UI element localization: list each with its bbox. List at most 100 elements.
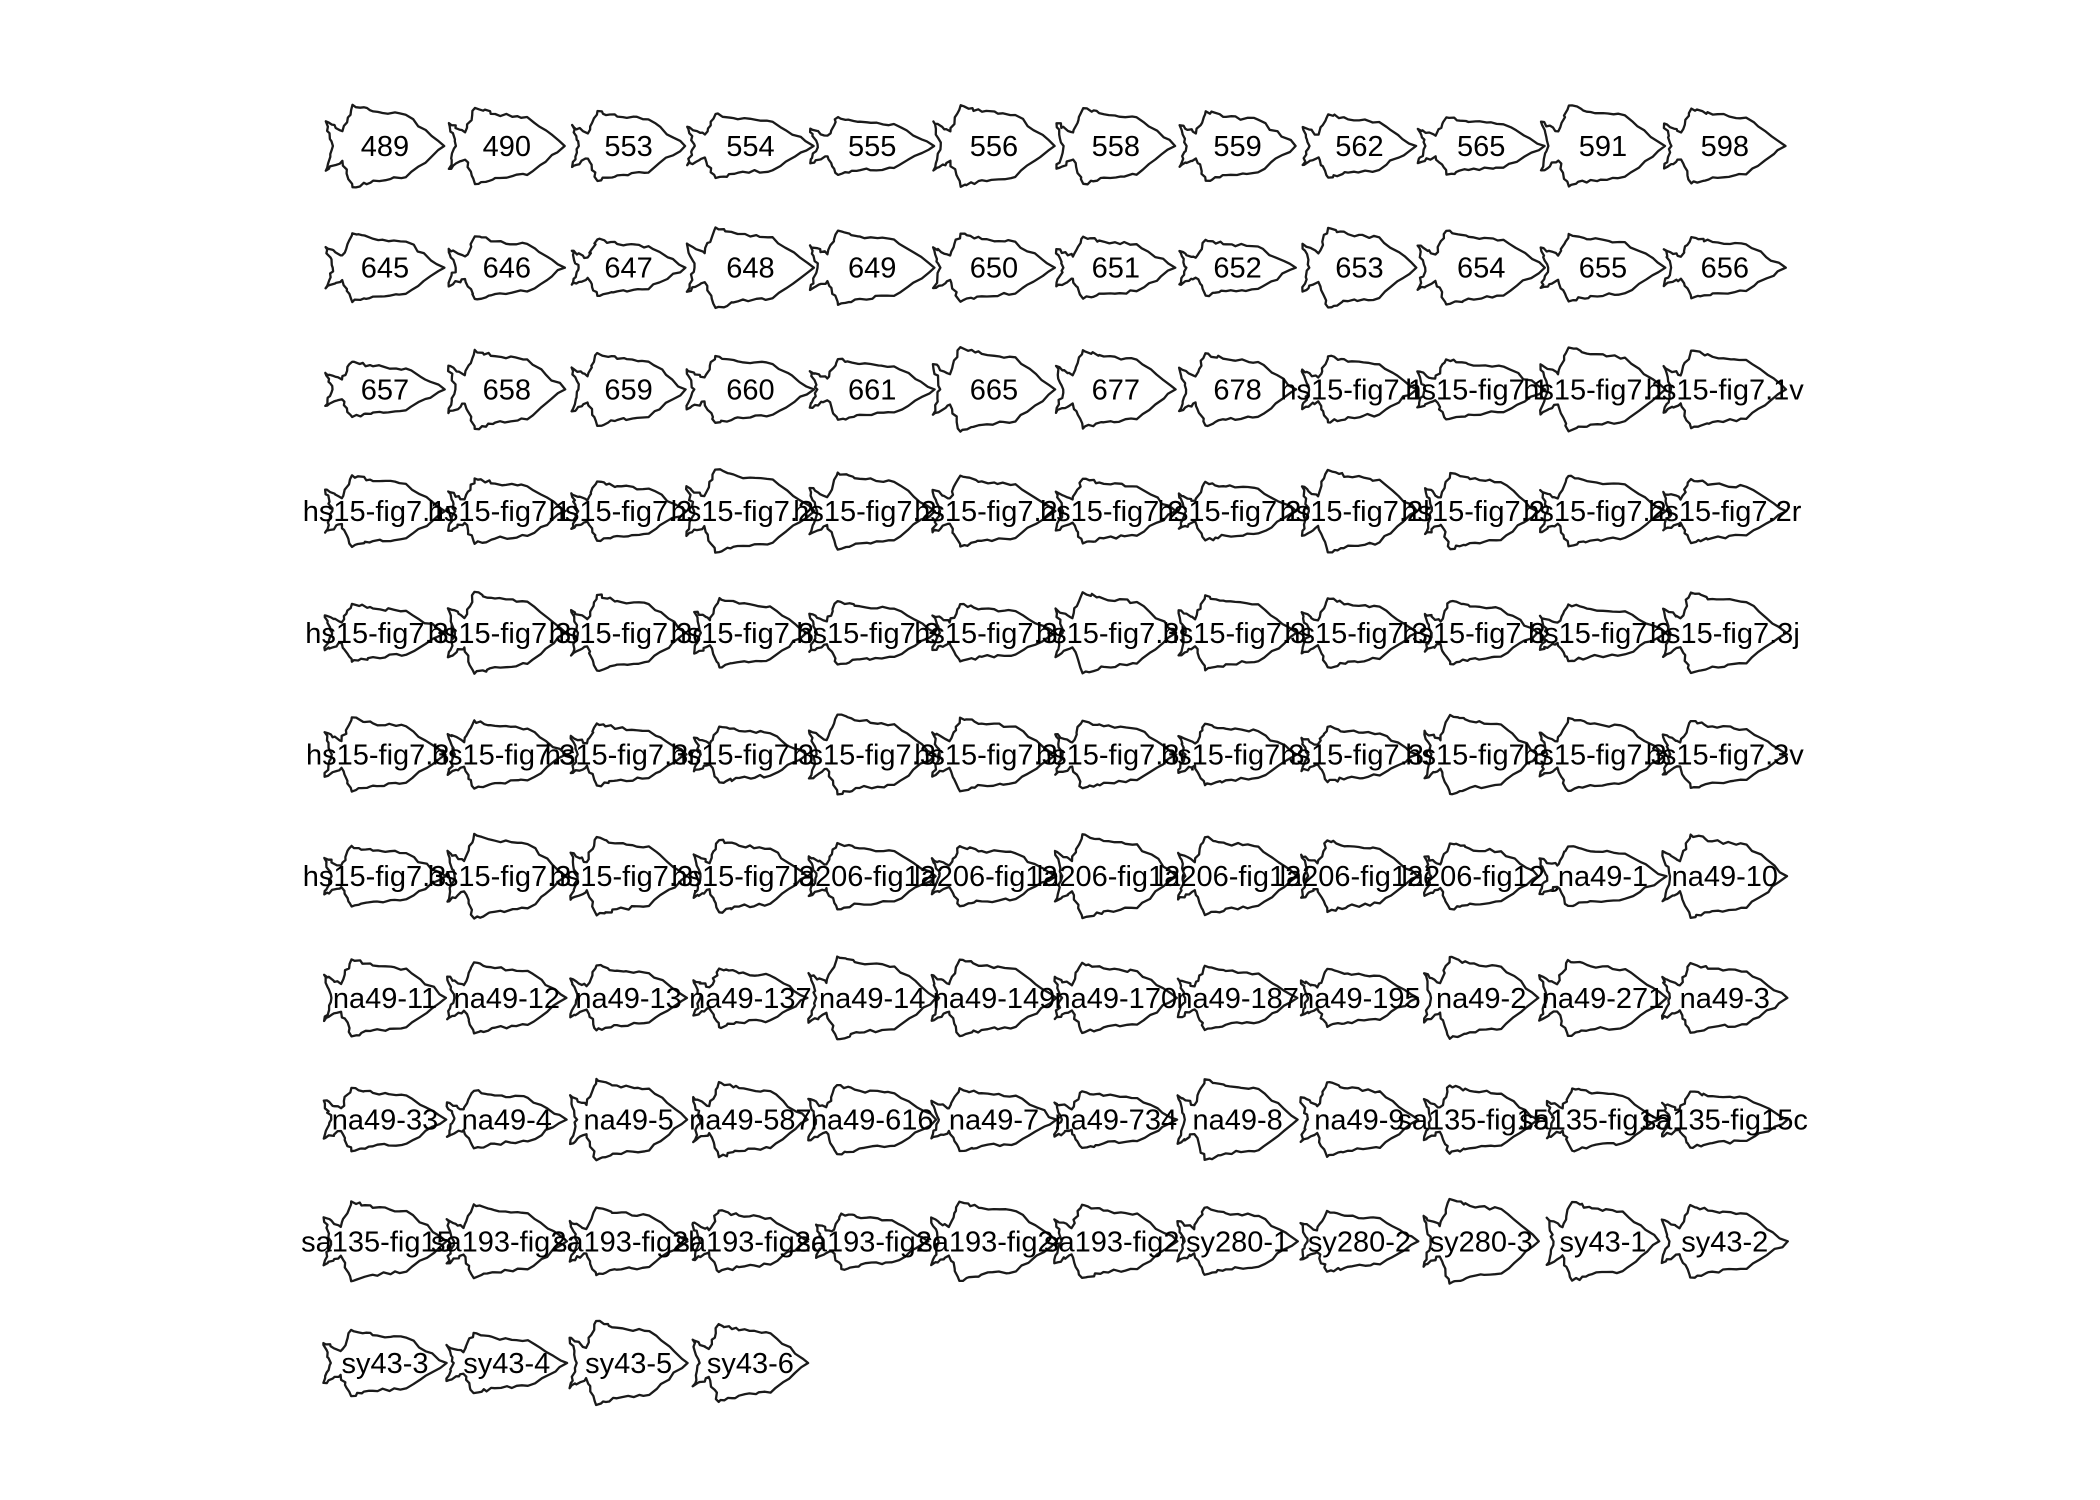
specimen-label: 656 <box>1701 253 1749 285</box>
specimen-label: sa193-fig2d <box>796 1226 948 1258</box>
point-outline <box>446 832 568 920</box>
point-outline <box>1054 349 1177 430</box>
specimen-label: hs15-fig7.3l <box>432 740 582 772</box>
specimen-label: hs15-fig7.3d <box>549 618 709 650</box>
specimen-label: 677 <box>1092 374 1140 406</box>
point-outline <box>1053 1090 1179 1150</box>
specimen-label: na49-149 <box>933 983 1056 1015</box>
specimen-label: na49-587 <box>689 1105 812 1137</box>
specimen-label: hs15-fig7.3z <box>671 861 829 893</box>
specimen-label: sa193-fig2b <box>553 1226 705 1258</box>
specimen-label: 490 <box>483 131 531 163</box>
point-outline <box>323 844 447 908</box>
specimen-label: sy43-4 <box>463 1348 550 1380</box>
point-outline <box>691 1209 810 1274</box>
specimen-label: hs15-fig7.3x <box>428 861 586 893</box>
specimen-label: hs15-fig7.3w <box>303 861 468 893</box>
point-outline <box>322 1086 448 1153</box>
point-outline <box>570 109 687 183</box>
point-outline <box>1423 713 1539 796</box>
specimen-label: hs15-fig7.1t <box>1405 374 1557 406</box>
specimen-label: sa135-fig15c <box>1642 1105 1808 1137</box>
point-outline <box>1300 839 1419 914</box>
point-outline <box>692 838 809 914</box>
point-outline <box>814 1212 930 1271</box>
specimen-label: hs15-fig7.2r <box>1648 496 1801 528</box>
point-outline <box>1423 599 1539 666</box>
specimen-label: hs15-fig7.3o <box>792 740 952 772</box>
specimen-label: na49-2 <box>1436 983 1526 1015</box>
point-outline <box>446 719 568 790</box>
specimen-label: 559 <box>1213 131 1261 163</box>
specimen-label: sy43-6 <box>707 1348 794 1380</box>
point-outline <box>1178 238 1297 298</box>
point-outline <box>445 1203 569 1280</box>
specimen-label: 650 <box>970 253 1018 285</box>
specimen-label: hs15-fig7.3j <box>1284 618 1434 650</box>
point-outline <box>931 232 1057 303</box>
point-outline <box>447 477 567 545</box>
specimen-label: hs15-fig7.3f <box>796 618 948 650</box>
point-outline <box>686 112 815 180</box>
point-outline <box>1053 833 1178 920</box>
point-outline <box>808 599 937 666</box>
specimen-label: hs15-fig7.3j <box>1650 618 1800 650</box>
specimen-label: 556 <box>970 131 1018 163</box>
point-outline <box>930 958 1058 1038</box>
point-outline <box>1422 1084 1540 1155</box>
point-outline <box>569 593 688 673</box>
point-outline <box>692 725 809 784</box>
specimen-label: na49-33 <box>332 1105 438 1137</box>
specimen-label: sa193-fig2e <box>918 1226 1070 1258</box>
specimen-label: hs15-fig7.2o <box>1401 496 1561 528</box>
point-outline <box>323 716 447 793</box>
point-outline <box>692 1080 809 1159</box>
specimen-label: la206-fig12a <box>792 861 952 893</box>
point-outline <box>1177 480 1298 542</box>
point-outline <box>1422 955 1540 1040</box>
specimen-label: sy280-1 <box>1186 1226 1289 1258</box>
specimen-label: 648 <box>726 253 774 285</box>
specimen-label: hs15-fig7.1v <box>1646 374 1804 406</box>
point-outline <box>1055 107 1177 186</box>
specimen-label: 651 <box>1092 253 1140 285</box>
specimen-label: hs15-fig7.1u <box>1523 374 1683 406</box>
point-outline <box>807 713 937 796</box>
point-outline <box>691 1322 810 1404</box>
specimen-label: hs15-fig7.2a <box>549 496 709 528</box>
point-outline <box>1301 226 1418 309</box>
point-outline <box>808 115 936 177</box>
point-outline <box>1545 1200 1661 1282</box>
specimen-label: hs15-fig7.2f <box>1040 496 1192 528</box>
specimen-label: hs15-fig7.3i <box>1163 618 1313 650</box>
point-outline <box>1178 110 1297 182</box>
specimen-label: na49-1 <box>1558 861 1648 893</box>
specimen-label: na49-616 <box>811 1105 934 1137</box>
point-outline <box>1545 1087 1661 1153</box>
specimen-label: sa135-fig15b <box>1519 1105 1687 1137</box>
point-outline <box>1539 346 1667 433</box>
specimen-label: hs15-fig7.2h <box>1280 496 1440 528</box>
specimen-label: 553 <box>604 131 652 163</box>
point-outline <box>568 1206 689 1277</box>
point-outline <box>1660 1203 1789 1279</box>
specimen-label: sa193-fig2f <box>1044 1226 1188 1258</box>
point-outline <box>1177 352 1298 428</box>
point-outline <box>930 1087 1058 1153</box>
specimen-label: sa193-fig2a <box>431 1226 583 1258</box>
specimen-label: 565 <box>1457 131 1505 163</box>
specimen-label: sy280-2 <box>1308 1226 1411 1258</box>
specimen-label: hs15-fig7.3r <box>1161 740 1314 772</box>
point-outline <box>324 232 446 304</box>
specimen-label: na49-14 <box>819 983 925 1015</box>
point-outline <box>323 602 447 663</box>
specimen-label: hs15-fig7.3u <box>1523 740 1683 772</box>
point-outline <box>1661 719 1788 790</box>
specimen-label: sy43-2 <box>1681 1226 1768 1258</box>
point-outline <box>1416 229 1546 306</box>
specimen-label: sy280-3 <box>1430 1226 1533 1258</box>
specimen-label: na49-271 <box>1542 983 1665 1015</box>
point-outline <box>1422 1197 1540 1285</box>
point-outline <box>445 1089 568 1150</box>
point-outline <box>324 360 446 419</box>
